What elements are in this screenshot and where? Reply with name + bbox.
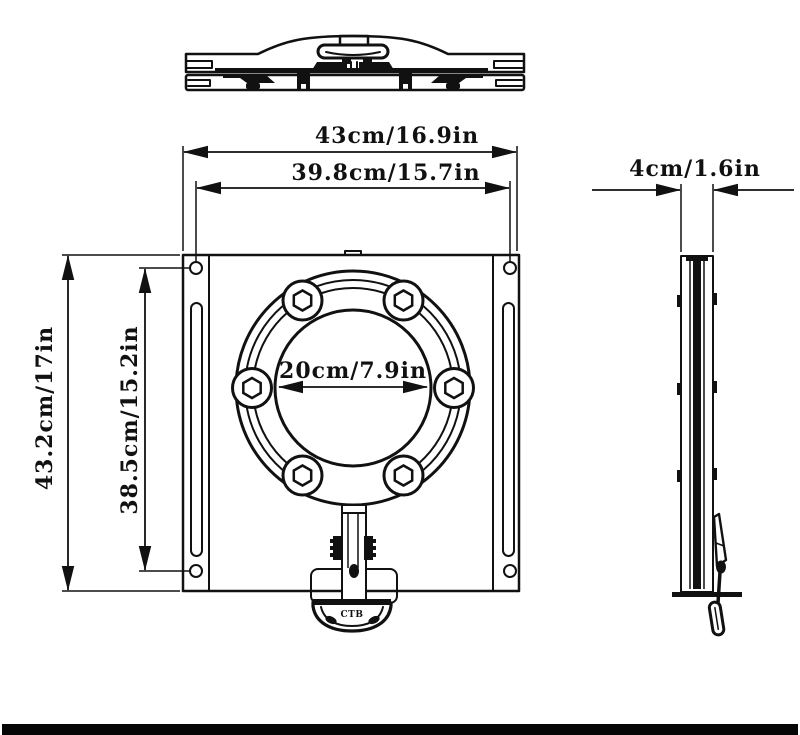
ring-slot-arcs bbox=[246, 279, 460, 471]
arm-hole bbox=[349, 564, 359, 578]
top-view bbox=[184, 34, 526, 92]
pull-handle bbox=[707, 512, 728, 637]
left-clip bbox=[297, 73, 310, 89]
hex-bolt-head bbox=[393, 464, 414, 487]
upper-left-slit bbox=[186, 60, 213, 69]
dimension-hole-spacing-height: 38.5cm/15.2in bbox=[117, 267, 199, 572]
mounting-slot-left bbox=[190, 302, 203, 557]
knob-brand-text: CTB bbox=[341, 610, 364, 620]
lower-bracket: CTB bbox=[310, 504, 398, 633]
locking-knob: CTB bbox=[311, 599, 393, 633]
swivel-handle-curve bbox=[325, 51, 381, 56]
side-view bbox=[672, 255, 742, 637]
knob-mark bbox=[325, 615, 337, 625]
inner-circle bbox=[273, 308, 433, 468]
dimension-circle-diameter: 20cm/7.9in bbox=[277, 358, 429, 394]
corner-hole bbox=[189, 564, 203, 578]
knob-top-band bbox=[313, 599, 391, 605]
corner-hole bbox=[503, 261, 517, 275]
left-foot bbox=[246, 83, 260, 89]
hex-bolts bbox=[231, 279, 475, 497]
lower-right-slit bbox=[495, 79, 523, 87]
front-view: 20cm/7.9in bbox=[181, 250, 521, 633]
corner-hole bbox=[189, 261, 203, 275]
dimension-overall-width: 43cm/16.9in bbox=[182, 123, 518, 251]
clamp-jaws bbox=[330, 536, 376, 560]
circle-diameter-label: 20cm/7.9in bbox=[279, 358, 427, 384]
bracket-arm bbox=[341, 504, 367, 602]
dimension-hole-spacing-width: 39.8cm/15.7in bbox=[195, 160, 511, 266]
swivel-post-left bbox=[342, 57, 351, 64]
upper-right-slit bbox=[493, 60, 524, 69]
bottom-rail-bar bbox=[672, 592, 742, 597]
dimension-depth: 4cm/1.6in bbox=[592, 156, 794, 252]
plate-edge-stripe bbox=[693, 260, 701, 589]
side-tabs bbox=[677, 293, 717, 482]
knob-mark bbox=[368, 615, 380, 625]
left-wedge bbox=[223, 75, 275, 83]
swivel-post-right bbox=[363, 57, 372, 64]
hole-spacing-width-label: 39.8cm/15.7in bbox=[291, 160, 480, 186]
hex-bolt-head bbox=[292, 464, 313, 487]
dimension-overall-height: 43.2cm/17in bbox=[32, 254, 180, 592]
hole-spacing-height-label: 38.5cm/15.2in bbox=[117, 325, 143, 514]
plate-edge-bar bbox=[215, 68, 488, 72]
corner-hole bbox=[503, 564, 517, 578]
top-view-lower-bar bbox=[184, 73, 526, 92]
right-wedge bbox=[431, 75, 483, 83]
right-foot bbox=[446, 83, 460, 89]
overall-height-label: 43.2cm/17in bbox=[32, 326, 58, 490]
handle-pivot bbox=[716, 560, 726, 574]
overall-width-label: 43cm/16.9in bbox=[315, 123, 479, 149]
bottom-divider-bar bbox=[2, 724, 798, 735]
hex-bolt-head bbox=[393, 289, 414, 312]
swivel-ring: 20cm/7.9in bbox=[231, 269, 475, 507]
profile-top-cap bbox=[686, 256, 708, 261]
top-center-tab bbox=[344, 250, 362, 256]
right-clip bbox=[399, 73, 412, 89]
hex-bolt-head bbox=[444, 376, 464, 400]
hex-bolt-head bbox=[292, 289, 313, 312]
hex-bolt-head bbox=[242, 376, 262, 400]
depth-label: 4cm/1.6in bbox=[629, 156, 761, 182]
mounting-slot-right bbox=[502, 302, 515, 557]
lower-left-slit bbox=[187, 79, 211, 87]
swivel-handle bbox=[316, 43, 390, 60]
